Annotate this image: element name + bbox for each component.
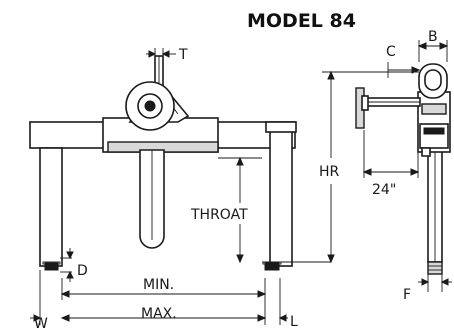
b-arrowhead-right bbox=[439, 42, 449, 50]
reach-arrowhead-left bbox=[362, 168, 372, 176]
d-arrowhead-bottom bbox=[66, 270, 74, 279]
label-hr: HR bbox=[319, 164, 340, 180]
side-foot bbox=[427, 261, 443, 275]
f-arrowhead-right bbox=[440, 278, 449, 286]
hr-arrowhead-top bbox=[327, 70, 335, 80]
c-arrowhead-right bbox=[411, 66, 421, 74]
label-c: C bbox=[386, 44, 396, 60]
front-view: T THROAT D MIN. MAX. bbox=[29, 47, 331, 331]
right-foot-pad bbox=[264, 262, 280, 271]
label-reach: 24" bbox=[372, 182, 396, 198]
w-arrowhead-left bbox=[33, 314, 42, 322]
left-foot-pad bbox=[44, 262, 59, 271]
l-arrowhead-right bbox=[278, 314, 287, 322]
left-foot-plate bbox=[42, 261, 61, 265]
label-max: MAX. bbox=[141, 306, 177, 322]
t-arrowhead-right bbox=[161, 50, 170, 58]
min-arrowhead-right bbox=[257, 290, 267, 298]
label-w: W bbox=[34, 316, 48, 331]
side-view: C B HR 24" F bbox=[319, 29, 452, 303]
label-b: B bbox=[428, 29, 438, 45]
label-d: D bbox=[77, 263, 88, 279]
hr-arrowhead-bottom bbox=[327, 254, 335, 264]
throat-arrowhead-top bbox=[236, 156, 244, 166]
d-arrowhead-top bbox=[66, 251, 74, 260]
label-throat: THROAT bbox=[190, 207, 248, 223]
label-l: L bbox=[290, 314, 298, 330]
reach-arrowhead-right bbox=[410, 168, 420, 176]
side-bail-hole bbox=[424, 69, 442, 91]
t-arrowhead-left bbox=[148, 50, 157, 58]
side-handwheel-hub bbox=[361, 95, 369, 111]
side-head-band bbox=[423, 127, 445, 135]
throat-arrowhead-bottom bbox=[236, 254, 244, 264]
f-arrowhead-left bbox=[421, 278, 430, 286]
label-f: F bbox=[403, 287, 411, 303]
right-leg bbox=[269, 127, 293, 267]
min-arrowhead-left bbox=[60, 290, 70, 298]
right-leg-cap bbox=[265, 121, 297, 133]
side-head-block bbox=[421, 103, 447, 115]
diagram-title: MODEL 84 bbox=[247, 10, 356, 32]
label-t: T bbox=[178, 47, 188, 63]
b-arrowhead-left bbox=[417, 42, 427, 50]
handwheel-axle bbox=[144, 100, 156, 112]
side-pad bbox=[421, 147, 431, 157]
left-leg bbox=[39, 147, 63, 267]
label-min: MIN. bbox=[143, 277, 174, 293]
